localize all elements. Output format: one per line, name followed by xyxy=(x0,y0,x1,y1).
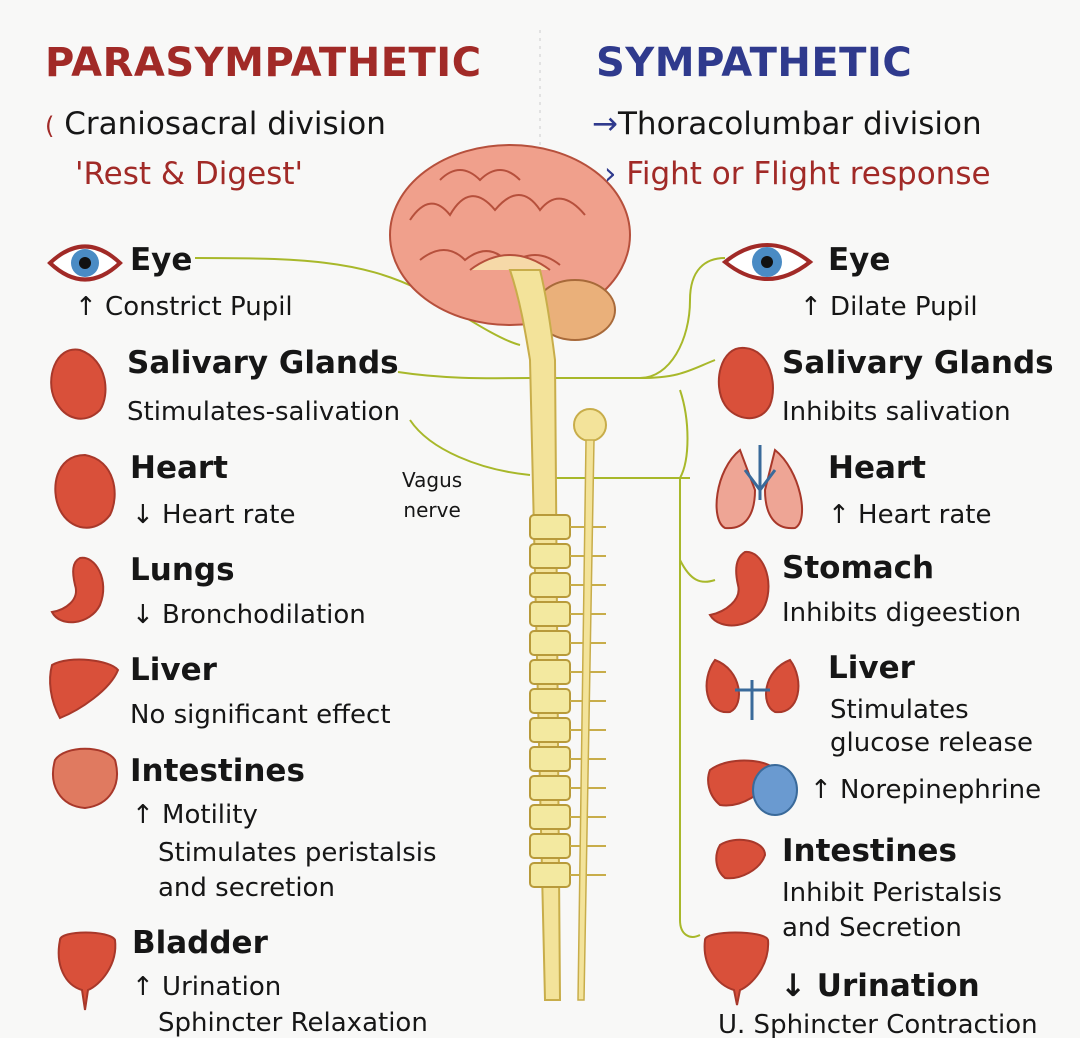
left-bladder-title: Bladder xyxy=(132,925,268,961)
vertebra xyxy=(529,543,571,569)
kidneys-icon xyxy=(705,658,800,714)
right-heart-title: Heart xyxy=(828,450,926,486)
heart-icon xyxy=(50,348,107,420)
right-urination-title: ↓ Urination xyxy=(780,968,980,1004)
right-eye-effect: ↑ Dilate Pupil xyxy=(800,292,978,322)
nerve-lines xyxy=(194,257,726,938)
left-intestines-effect: Stimulates peristalsis xyxy=(158,838,437,868)
intestines-icon xyxy=(52,747,118,810)
vertebra xyxy=(529,833,571,859)
left-intestines-effect: ↑ Motility xyxy=(132,800,258,830)
left-salivary-effect: Stimulates-salivation xyxy=(127,397,401,427)
right-urination-effect: U. Sphincter Contraction xyxy=(718,1010,1038,1038)
right-stomach-title: Stomach xyxy=(782,550,935,586)
vertebra xyxy=(529,688,571,714)
division-text: Craniosacral division xyxy=(64,106,386,142)
division-text: Thoracolumbar division xyxy=(617,106,982,142)
right-liver-effect: Stimulates xyxy=(830,695,969,725)
left-eye-title: Eye xyxy=(130,242,193,278)
vertebra xyxy=(529,630,571,656)
right-salivary-effect: Inhibits salivation xyxy=(782,397,1011,427)
left-bladder-effect: ↑ Urination xyxy=(132,972,282,1002)
vertebra xyxy=(529,572,571,598)
eye-icon xyxy=(721,243,814,281)
vertebra xyxy=(529,775,571,801)
right-liver-effect: glucose release xyxy=(830,728,1034,758)
left-liver-effect: No significant effect xyxy=(130,700,391,730)
vertebra xyxy=(529,659,571,685)
pancreas-icon xyxy=(752,764,798,816)
rest-digest-tagline: 'Rest & Digest' xyxy=(75,156,303,192)
sympathetic-title: SYMPATHETIC xyxy=(596,40,913,86)
bladder-icon xyxy=(703,931,770,1006)
thoracolumbar-line: →Thoracolumbar division xyxy=(592,106,982,142)
left-bladder-effect: Sphincter Relaxation xyxy=(158,1008,428,1038)
stomach-icon xyxy=(50,556,105,624)
left-eye-effect: ↑ Constrict Pupil xyxy=(75,292,293,322)
vertebra xyxy=(529,717,571,743)
vagus-label-line: nerve xyxy=(403,498,461,522)
left-lungs-title: Lungs xyxy=(130,552,235,588)
chevron-right-icon: › xyxy=(604,156,617,192)
heart-icon xyxy=(54,453,116,529)
left-lungs-effect: ↓ Bronchodilation xyxy=(132,600,366,630)
right-heart-effect: ↑ Heart rate xyxy=(828,500,992,530)
right-intestines-effect: and Secretion xyxy=(782,913,962,943)
ganglion xyxy=(573,408,607,442)
left-salivary-title: Salivary Glands xyxy=(127,345,399,381)
brain-icon xyxy=(389,144,631,341)
norepinephrine-effect: ↑ Norepinephrine xyxy=(810,775,1042,805)
craniosacral-line: ( Craniosacral division xyxy=(45,106,386,142)
lungs-icon xyxy=(715,448,803,530)
right-stomach-effect: Inhibits digeestion xyxy=(782,598,1022,628)
stomach-icon xyxy=(708,550,770,627)
left-intestines-effect: and secretion xyxy=(158,873,335,903)
vagus-label-line: Vagus xyxy=(402,468,463,492)
tagline-text: Fight or Flight response xyxy=(626,156,991,192)
left-intestines-title: Intestines xyxy=(130,753,305,789)
vertebra xyxy=(529,804,571,830)
vagus-nerve-label: Vagus nerve xyxy=(402,465,462,525)
right-eye-title: Eye xyxy=(828,242,891,278)
parasympathetic-title: PARASYMPATHETIC xyxy=(45,40,482,86)
moon-icon: ( xyxy=(45,112,55,140)
right-intestines-title: Intestines xyxy=(782,833,957,869)
sympathetic-chain xyxy=(577,439,595,1001)
vertebra xyxy=(529,746,571,772)
intestines-icon xyxy=(715,838,767,880)
vertebrae xyxy=(529,514,606,888)
right-intestines-effect: Inhibit Peristalsis xyxy=(782,878,1002,908)
left-heart-effect: ↓ Heart rate xyxy=(132,500,296,530)
vertebra xyxy=(529,862,571,888)
heart-icon xyxy=(717,346,774,420)
arrow-right-icon: → xyxy=(592,106,618,142)
left-heart-title: Heart xyxy=(130,450,228,486)
right-liver-title: Liver xyxy=(828,650,915,686)
bladder-icon xyxy=(57,931,117,1011)
vertebra xyxy=(529,601,571,627)
right-salivary-title: Salivary Glands xyxy=(782,345,1054,381)
liver-icon xyxy=(49,658,120,720)
fight-flight-tagline: › Fight or Flight response xyxy=(604,156,991,192)
left-liver-title: Liver xyxy=(130,652,217,688)
eye-icon xyxy=(47,244,123,282)
vertebra xyxy=(529,514,571,540)
